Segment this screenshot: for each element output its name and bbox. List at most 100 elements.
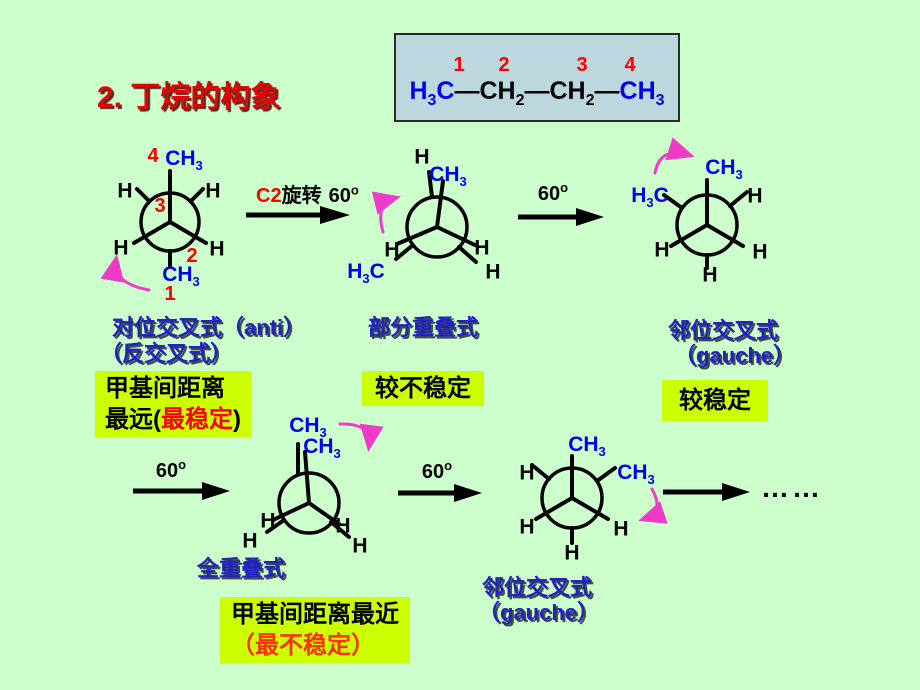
atom-label-h3c: H3C: [347, 259, 385, 287]
bond: [530, 463, 551, 481]
atom-label-h: H: [519, 461, 535, 485]
note-box-gauche: 较稳定: [662, 380, 768, 421]
atom-label-h: H: [242, 529, 258, 553]
newman-partially-eclipsed: [371, 170, 479, 264]
newman-fully-eclipsed: [265, 422, 384, 539]
newman-circle: [277, 471, 341, 535]
carbon-number-3: 3: [154, 195, 166, 217]
atom-label-h: H: [485, 260, 501, 284]
rotation-arrow-icon: [653, 137, 695, 175]
bond: [669, 223, 709, 248]
rotation-arrow-icon: [338, 422, 384, 452]
conformer-label-gauche-bottom: 邻位交叉式: [482, 575, 593, 600]
reaction-arrow: [663, 483, 750, 501]
bond: [303, 450, 311, 505]
note-box-partial: 较不稳定: [362, 371, 484, 406]
carbon-number-4: 4: [147, 145, 159, 167]
atom-label-h: H: [752, 240, 768, 264]
note-text: 甲基间距离最近: [231, 601, 399, 628]
bond: [135, 187, 151, 203]
formula-box: 1 2 3 4 H3C—CH2—CH2—CH3: [394, 33, 680, 122]
atom-label-h: H: [519, 515, 535, 539]
carbon-number-3: 3: [576, 54, 588, 76]
atom-label-ch3: CH3: [617, 460, 655, 488]
conformer-label-anti-alt: （反交叉式）: [100, 341, 233, 366]
atom-label-h: H: [335, 514, 351, 538]
bond: [427, 170, 434, 199]
bond: [189, 187, 205, 203]
page-title: 2. 丁烷的构象: [97, 81, 281, 114]
newman-anti: [100, 169, 208, 292]
bond: [265, 518, 286, 534]
reaction-arrow: [398, 484, 482, 502]
carbon-number-1: 1: [164, 283, 176, 305]
rotation-arrow-icon: [100, 254, 151, 292]
bond: [271, 501, 311, 522]
reaction-arrow: [246, 206, 350, 224]
atom-label-h3c: H3C: [631, 183, 669, 211]
carbon-number-1: 1: [453, 54, 465, 76]
conformer-label-gauche-bottom-en: （gauche）: [478, 600, 600, 625]
atom-label-ch3: CH3: [289, 413, 327, 441]
atom-label-ch3: CH3: [429, 162, 467, 190]
newman-circle: [405, 195, 469, 259]
atom-label-h: H: [352, 534, 368, 558]
atom-label-ch3: CH3: [568, 432, 606, 460]
note-box-eclipsed: 甲基间距离最近 （最不稳定）: [220, 597, 410, 663]
conformer-label-partial: 部分重叠式: [368, 315, 479, 340]
carbon-number-2: 2: [498, 54, 510, 76]
atom-label-h: H: [613, 517, 629, 541]
bond: [705, 223, 745, 248]
note-text: 最远(: [105, 406, 161, 433]
note-text-red: 最稳定: [161, 406, 233, 433]
bond: [728, 190, 749, 208]
bond: [534, 496, 574, 521]
atom-label-h: H: [209, 237, 225, 261]
bond: [395, 225, 439, 246]
bond: [457, 245, 478, 264]
atom-label-h: H: [414, 145, 430, 169]
note-text: 甲基间距离: [105, 375, 225, 402]
rotation-angle-label: 60o: [537, 180, 569, 205]
bond: [329, 520, 351, 539]
bond: [662, 193, 684, 210]
butane-formula: H3C—CH2—CH2—CH3: [409, 77, 665, 109]
carbon-number-4: 4: [624, 54, 636, 76]
conformer-label-gauche-top: 邻位交叉式: [668, 318, 779, 343]
atom-label-h: H: [564, 541, 580, 565]
atom-label-h: H: [474, 236, 490, 260]
atom-label-h: H: [702, 263, 718, 287]
atom-label-ch3: CH3: [303, 434, 341, 462]
atom-label-h: H: [205, 179, 221, 203]
note-text: ): [233, 406, 241, 433]
reaction-arrow: [518, 208, 604, 226]
bond: [435, 225, 479, 248]
atom-label-ch3: CH3: [705, 155, 743, 183]
atom-label-ch3: CH3: [162, 262, 200, 290]
bond: [168, 220, 208, 245]
conformer-label-anti: 对位交叉式（anti）: [112, 315, 306, 340]
rotation-arrow-icon: [371, 191, 401, 234]
reaction-arrows: [133, 206, 750, 502]
bond: [132, 220, 172, 245]
atom-label-h: H: [260, 509, 276, 533]
rotation-angle-label: 60o: [155, 457, 187, 482]
bond: [570, 496, 610, 521]
note-box-anti: 甲基间距离 最远(最稳定): [95, 371, 251, 437]
note-text-red: （最不稳定）: [231, 632, 375, 659]
carbon-number-2: 2: [186, 245, 198, 267]
bond: [435, 179, 445, 229]
reaction-arrow: [133, 482, 230, 500]
conformer-label-gauche-top-en: （gauche）: [674, 343, 796, 368]
newman-gauche-top: [653, 137, 749, 270]
newman-gauche-bottom: [530, 454, 668, 545]
bond: [307, 501, 341, 526]
atom-label-h: H: [384, 238, 400, 262]
atom-label-h: H: [117, 179, 133, 203]
ellipsis: ……: [761, 472, 823, 503]
bond: [595, 466, 617, 483]
bond: [394, 243, 415, 261]
